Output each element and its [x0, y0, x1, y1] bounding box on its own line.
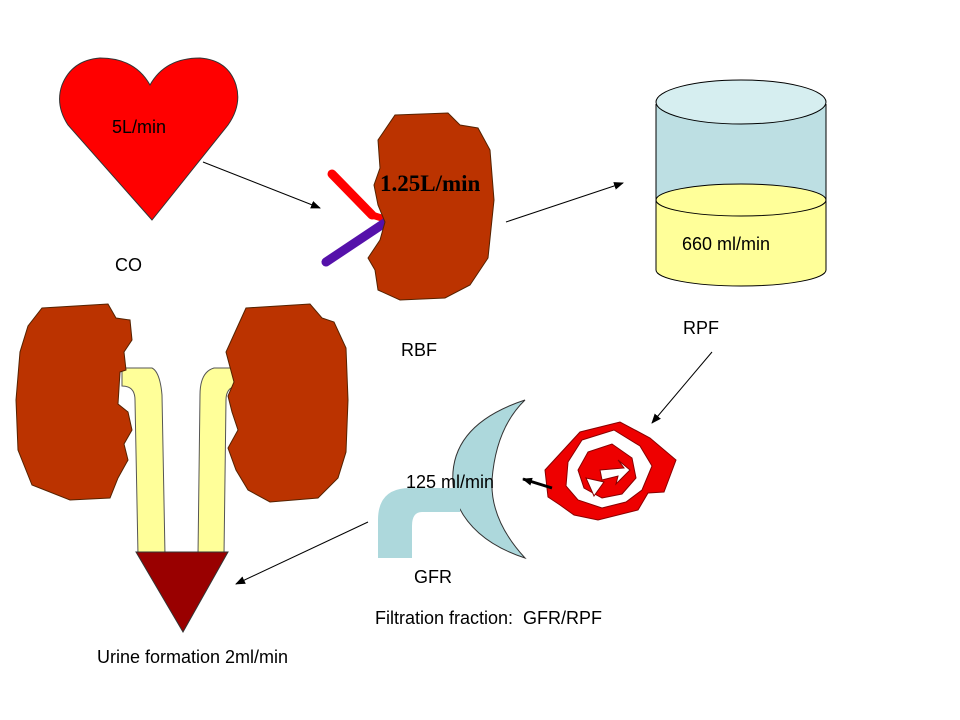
- rpf-label: RPF: [683, 318, 719, 338]
- left-ureter: [121, 367, 166, 556]
- heart-value-label: 5L/min: [112, 117, 166, 137]
- plasma-cylinder-icon: [655, 79, 827, 287]
- filtration-fraction-label: Filtration fraction: GFR/RPF: [375, 608, 602, 628]
- renal-artery: [327, 169, 377, 220]
- glomerulus-icon: [544, 421, 677, 521]
- left-kidney: [15, 303, 133, 501]
- renal-vein: [321, 217, 391, 267]
- gfr-label: GFR: [414, 567, 452, 587]
- arrow-kidney-to-plasma: [505, 182, 624, 223]
- urinary-tract-icon: [15, 303, 349, 634]
- urine-label: Urine formation 2ml/min: [97, 647, 288, 667]
- arrow-heart-to-kidney: [202, 161, 321, 209]
- bowman-capsule-icon: [378, 399, 527, 560]
- rbf-label: RBF: [401, 340, 437, 360]
- right-kidney: [225, 303, 349, 503]
- glomerulus-value-label: 125 ml/min: [406, 472, 494, 492]
- co-label: CO: [115, 255, 142, 275]
- kidney-icon: [321, 112, 495, 301]
- arrow-capsule-to-bladder: [235, 521, 369, 585]
- kidney-value-label: 1.25L/min: [380, 171, 481, 196]
- plasma-value-label: 660 ml/min: [682, 234, 770, 254]
- arrow-plasma-to-glomerulus: [651, 351, 713, 424]
- arrow-glomerulus-to-capsule: [522, 477, 553, 490]
- heart-icon: [59, 57, 239, 221]
- bladder: [135, 551, 229, 634]
